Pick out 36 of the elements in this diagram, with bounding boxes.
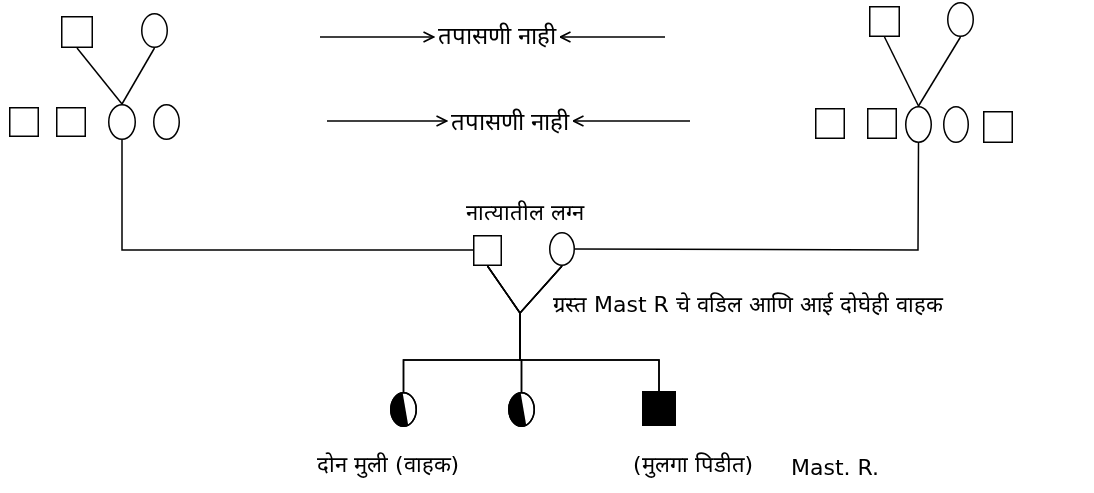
pedigree-line — [917, 36, 962, 107]
unaffected-male-symbol — [473, 235, 502, 266]
unaffected-male-symbol — [815, 108, 845, 139]
pedigree-line — [121, 139, 474, 251]
unaffected-male-symbol — [61, 16, 93, 48]
pedigree-line — [121, 47, 156, 105]
arrow — [559, 31, 666, 43]
arrow — [319, 31, 435, 43]
daughters-caption: दोन मुली (वाहक) — [317, 452, 460, 479]
unaffected-female-symbol — [943, 106, 969, 143]
arrow — [572, 115, 691, 127]
unaffected-male-symbol — [869, 6, 900, 37]
relationship-caption: नात्यातील लग्न — [466, 200, 584, 227]
unaffected-female-symbol — [947, 2, 974, 37]
unaffected-female-symbol — [141, 13, 168, 48]
unaffected-male-symbol — [983, 111, 1013, 143]
pedigree-line — [519, 265, 660, 392]
status-text: तपासणी नाही — [446, 107, 574, 137]
unaffected-male-symbol — [867, 108, 897, 139]
pedigree-line — [883, 36, 920, 107]
unaffected-male-symbol — [9, 107, 39, 137]
carrier-female-symbol — [508, 392, 535, 427]
unaffected-female-symbol — [153, 104, 180, 140]
unaffected-female-symbol — [549, 232, 575, 266]
patient-name: Mast. R. — [791, 455, 880, 482]
carrier-note: ग्रस्त Mast R चे वडिल आणि आई दोघेही वाहक — [553, 292, 943, 319]
unaffected-female-symbol — [905, 106, 932, 143]
carrier-female-symbol — [390, 392, 417, 427]
son-caption: (मुलगा पिडीत) — [633, 452, 754, 479]
pedigree-line — [76, 47, 123, 105]
unaffected-male-symbol — [56, 107, 86, 137]
status-text: तपासणी नाही — [433, 21, 561, 51]
pedigree-line — [574, 142, 920, 251]
affected-male-symbol — [642, 391, 676, 426]
arrow — [326, 115, 448, 127]
unaffected-female-symbol — [108, 104, 136, 140]
